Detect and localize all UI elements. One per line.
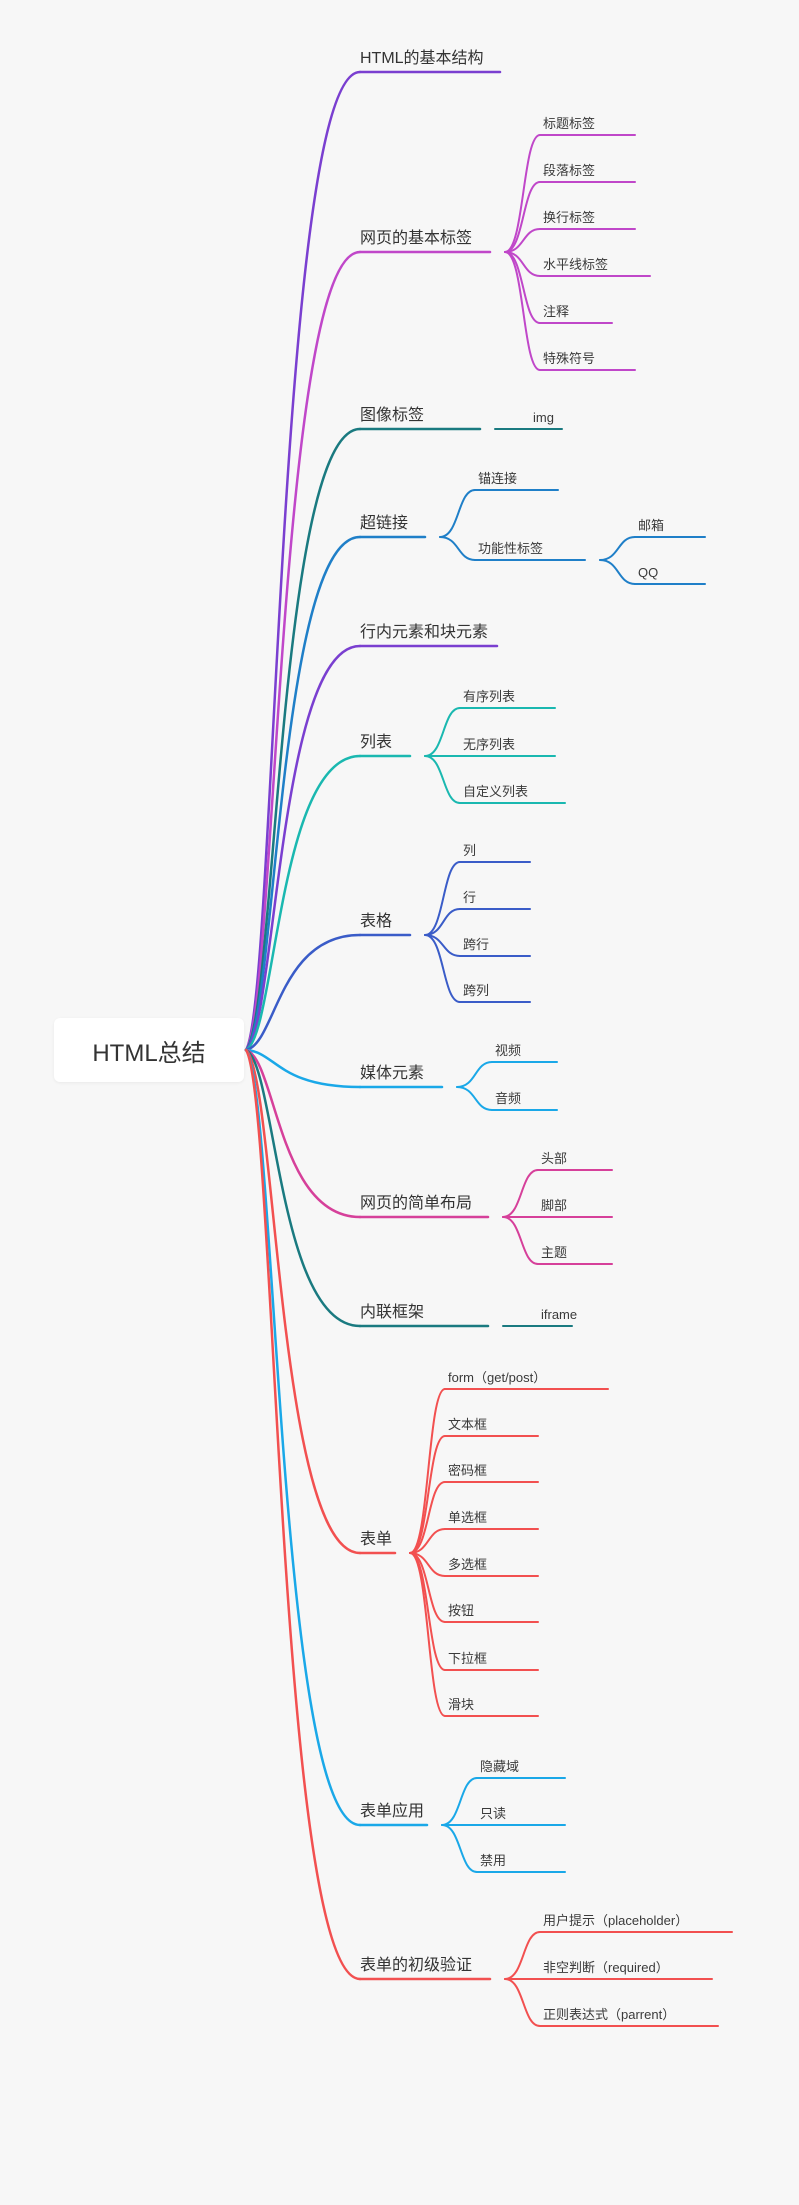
branch-6-node-0[interactable]: 列 bbox=[463, 843, 477, 858]
branch-6-stem bbox=[244, 933, 362, 1052]
branch-5-node-2[interactable]: 自定义列表 bbox=[463, 784, 529, 799]
branch-11-node[interactable]: 表单应用 bbox=[360, 1803, 425, 1820]
branch-8-connector-2 bbox=[502, 1216, 539, 1265]
branch-3-node-1[interactable]: 功能性标签 bbox=[478, 541, 544, 556]
branch-2-stem bbox=[244, 427, 362, 1052]
branch-10-connector-6 bbox=[409, 1552, 446, 1671]
branch-5-connector-2 bbox=[424, 755, 461, 804]
branch-1-node-1[interactable]: 段落标签 bbox=[543, 163, 596, 178]
branch-10-node-2[interactable]: 密码框 bbox=[448, 1463, 488, 1478]
branch-9-node[interactable]: 内联框架 bbox=[360, 1304, 425, 1321]
branch-10-connector-0 bbox=[409, 1388, 446, 1554]
branch-8-node-0[interactable]: 头部 bbox=[541, 1151, 568, 1166]
branch-6-node-2[interactable]: 跨行 bbox=[463, 937, 490, 952]
branch-3-connector-1 bbox=[439, 536, 476, 561]
branch-6-connector-3 bbox=[424, 934, 461, 1003]
branch-1-node-0[interactable]: 标题标签 bbox=[543, 116, 596, 131]
branch-8-node-2[interactable]: 主题 bbox=[541, 1245, 568, 1260]
branch-10-node-6[interactable]: 下拉框 bbox=[448, 1651, 488, 1666]
branch-5-node-1[interactable]: 无序列表 bbox=[463, 737, 516, 752]
branch-5-node-0[interactable]: 有序列表 bbox=[463, 689, 516, 704]
branch-5-connector-0 bbox=[424, 707, 461, 757]
branch-12-stem bbox=[244, 1048, 362, 1981]
branch-8-node[interactable]: 网页的简单布局 bbox=[360, 1195, 473, 1212]
branch-1-connector-0 bbox=[504, 134, 541, 253]
branch-11-node-1[interactable]: 只读 bbox=[480, 1806, 507, 1821]
branch-3-node-1-connector-0 bbox=[599, 536, 636, 561]
branch-12-node-2[interactable]: 正则表达式（parrent） bbox=[543, 2007, 676, 2022]
branch-6-node-1[interactable]: 行 bbox=[463, 890, 477, 905]
branch-10-stem bbox=[244, 1048, 362, 1555]
branch-6-node-3[interactable]: 跨列 bbox=[463, 983, 490, 998]
branch-6-connector-0 bbox=[424, 861, 461, 936]
branch-12-connector-0 bbox=[504, 1931, 541, 1980]
branch-8-node-1[interactable]: 脚部 bbox=[541, 1198, 568, 1213]
branch-10-connector-3 bbox=[409, 1528, 446, 1554]
branch-6-node[interactable]: 表格 bbox=[360, 913, 393, 930]
branch-10-connector-2 bbox=[409, 1481, 446, 1554]
branch-3-node-0[interactable]: 锚连接 bbox=[478, 471, 518, 486]
branch-10-node-0[interactable]: form（get/post） bbox=[448, 1370, 547, 1385]
branch-8-stem bbox=[244, 1048, 362, 1219]
branch-5-stem bbox=[244, 754, 362, 1052]
branch-1-connector-2 bbox=[504, 228, 541, 253]
branch-2-node-0[interactable]: img bbox=[533, 410, 554, 425]
branch-5-node[interactable]: 列表 bbox=[360, 734, 393, 751]
branch-1-node-5[interactable]: 特殊符号 bbox=[543, 351, 596, 366]
branch-10-node-1[interactable]: 文本框 bbox=[448, 1417, 488, 1432]
branch-11-connector-2 bbox=[441, 1824, 478, 1873]
branch-12-node[interactable]: 表单的初级验证 bbox=[360, 1957, 473, 1974]
branch-3-node-1-connector-1 bbox=[599, 559, 636, 585]
branch-9-node-0[interactable]: iframe bbox=[541, 1307, 578, 1322]
branch-10-node-4[interactable]: 多选框 bbox=[448, 1557, 488, 1572]
branch-11-node-2[interactable]: 禁用 bbox=[480, 1853, 507, 1868]
branch-9-stem bbox=[244, 1048, 362, 1328]
branch-4-node[interactable]: 行内元素和块元素 bbox=[360, 624, 489, 641]
branch-7-stem bbox=[244, 1048, 362, 1089]
branch-4-stem bbox=[244, 644, 362, 1052]
branch-3-node-1-node-0[interactable]: 邮箱 bbox=[638, 518, 665, 533]
branch-10-node[interactable]: 表单 bbox=[360, 1531, 393, 1548]
branch-1-node-4[interactable]: 注释 bbox=[543, 304, 570, 319]
branch-11-node-0[interactable]: 隐藏域 bbox=[480, 1759, 520, 1774]
branch-12-node-1[interactable]: 非空判断（required） bbox=[543, 1960, 669, 1975]
root-node[interactable]: HTML总结 bbox=[54, 1018, 244, 1082]
branch-3-node[interactable]: 超链接 bbox=[360, 515, 409, 532]
branch-10-node-7[interactable]: 滑块 bbox=[448, 1697, 475, 1712]
branch-7-node[interactable]: 媒体元素 bbox=[360, 1065, 425, 1082]
branch-1-node[interactable]: 网页的基本标签 bbox=[360, 230, 473, 247]
branch-1-connector-1 bbox=[504, 181, 541, 253]
branch-6-connector-1 bbox=[424, 908, 461, 936]
branch-11-connector-0 bbox=[441, 1777, 478, 1826]
root-label: HTML总结 bbox=[92, 1039, 206, 1067]
branch-8-connector-0 bbox=[502, 1169, 539, 1218]
branch-1-connector-5 bbox=[504, 251, 541, 371]
branch-10-node-5[interactable]: 按钮 bbox=[448, 1603, 475, 1618]
branch-3-connector-0 bbox=[439, 489, 476, 538]
branch-10-connector-7 bbox=[409, 1552, 446, 1717]
branch-1-node-2[interactable]: 换行标签 bbox=[543, 210, 596, 225]
branch-7-node-1[interactable]: 音频 bbox=[495, 1091, 522, 1106]
branch-2-node[interactable]: 图像标签 bbox=[360, 407, 425, 424]
branch-3-stem bbox=[244, 535, 362, 1052]
branch-1-stem bbox=[244, 250, 362, 1052]
branch-10-node-3[interactable]: 单选框 bbox=[448, 1510, 488, 1525]
branch-12-node-0[interactable]: 用户提示（placeholder） bbox=[543, 1913, 689, 1928]
branch-0-stem bbox=[244, 70, 362, 1052]
branch-7-node-0[interactable]: 视频 bbox=[495, 1043, 522, 1058]
branch-7-connector-0 bbox=[456, 1061, 493, 1088]
branch-0-node[interactable]: HTML的基本结构 bbox=[360, 50, 484, 67]
branch-3-node-1-node-1[interactable]: QQ bbox=[638, 565, 659, 580]
branch-10-connector-1 bbox=[409, 1435, 446, 1554]
branch-12-connector-2 bbox=[504, 1978, 541, 2027]
branch-7-connector-1 bbox=[456, 1086, 493, 1111]
branch-1-node-3[interactable]: 水平线标签 bbox=[543, 257, 609, 272]
